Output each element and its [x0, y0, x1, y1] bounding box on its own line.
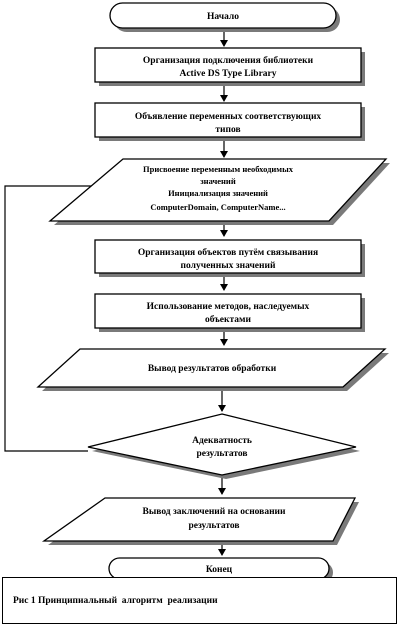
- output-conclusions-line-1: Вывод заключений на основании: [143, 506, 286, 517]
- connect-library-process: Организация подключения библиотеки Activ…: [94, 47, 365, 86]
- feedback-loop-arrow: [4, 182, 104, 452]
- output-results-io: Вывод результатов обработки: [36, 348, 389, 391]
- connect-library-line-1: Организация подключения библиотеки: [143, 55, 314, 66]
- figure-caption: Рис 1 Принципиальный алгоритм реализации: [13, 596, 218, 606]
- connect-library-line-2: Active DS Type Library: [179, 69, 276, 79]
- assign-values-line-3: Инициализация значений: [168, 188, 268, 198]
- assign-values-io: Присвоение переменным необходимых значен…: [48, 158, 390, 225]
- organize-objects-line-1: Организация объектов путём связывания: [138, 247, 318, 258]
- assign-values-line-2: значений: [200, 176, 236, 186]
- adequacy-decision: Адекватность результатов: [87, 413, 360, 479]
- adequacy-line-1: Адекватность: [192, 436, 252, 446]
- organize-objects-line-2: полученных значений: [181, 260, 276, 271]
- start-terminal: Начало: [109, 2, 340, 32]
- end-label: Конец: [206, 565, 233, 575]
- assign-values-line-1: Присвоение переменным необходимых: [143, 164, 294, 174]
- output-results-label: Вывод результатов обработки: [148, 363, 277, 374]
- assign-values-line-4: ComputerDomain, ComputerName...: [150, 202, 285, 212]
- output-conclusions-io: Вывод заключений на основании результато…: [41, 497, 359, 545]
- use-methods-line-2: объектами: [205, 314, 251, 325]
- declare-variables-process: Объявление переменных соответствующих ти…: [94, 102, 365, 141]
- organize-objects-process: Организация объектов путём связывания по…: [94, 239, 365, 277]
- use-methods-process: Использование методов, наследуемых объек…: [94, 293, 365, 332]
- declare-variables-line-2: типов: [215, 125, 240, 135]
- adequacy-line-2: результатов: [196, 449, 247, 459]
- caption-box: Рис 1 Принципиальный алгоритм реализации: [2, 577, 397, 624]
- declare-variables-line-1: Объявление переменных соответствующих: [135, 111, 322, 122]
- output-conclusions-line-2: результатов: [188, 521, 239, 531]
- use-methods-line-1: Использование методов, наследуемых: [147, 302, 310, 312]
- start-label: Начало: [207, 12, 239, 22]
